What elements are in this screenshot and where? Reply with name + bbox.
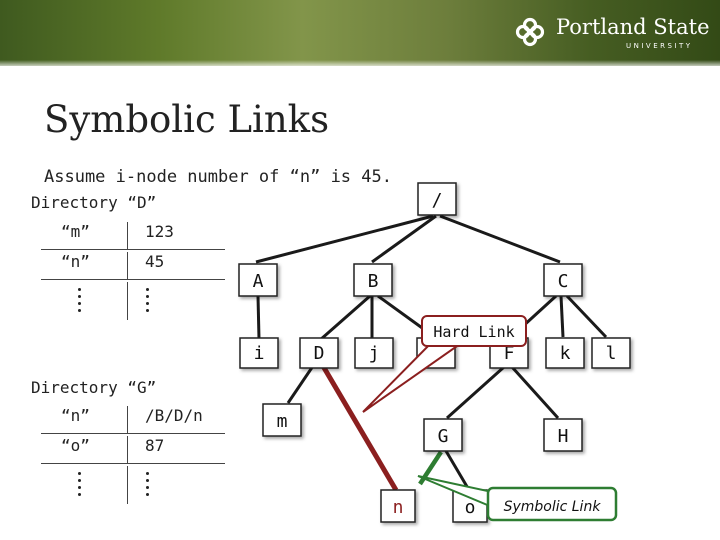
node-k: k [560,343,571,364]
hard-link-callout: Hard Link [362,315,527,413]
edge-b-d [319,294,371,342]
node-box [543,263,583,297]
node-box [239,337,279,369]
table-row-ellipsis [41,466,225,506]
node-n: n [393,497,404,518]
node-box [354,337,394,369]
edge-root-a [255,214,434,264]
edge-d-m [286,365,315,404]
edge-root-c [439,214,561,264]
tree-nodes: / A B C i D j E F k l m G H n o [238,182,631,523]
row-divider [41,249,225,250]
entry-name: “m” [61,222,90,241]
entry-name: “o” [61,436,90,455]
edge-c-l [565,294,608,339]
node-l: l [606,343,617,364]
symbolic-link-callout: Symbolic Link [417,475,618,522]
edge-b-e [377,294,426,332]
tree-edges [255,214,608,491]
table-row: “m” 123 [41,222,225,252]
edge-root-b [371,214,437,264]
edge-g-o [444,450,471,491]
entry-inode: /B/D/n [145,406,203,425]
edge-a-i [256,295,261,340]
vertical-ellipsis-icon [78,288,82,316]
entry-inode: 45 [145,252,165,271]
hard-link-label: Hard Link [433,323,514,341]
directory-g-table: “n” /B/D/n “o” 87 [41,406,225,506]
edge-f-h [510,365,560,420]
node-box [238,263,278,297]
table-row: “n” /B/D/n [41,406,225,436]
column-divider [127,436,128,464]
node-b: B [368,271,379,292]
node-root: / [432,190,443,211]
directory-g-label: Directory “G” [31,378,157,397]
column-divider [127,406,128,434]
column-divider [127,222,128,250]
node-g: G [438,426,449,447]
logo-mark-icon [515,17,545,47]
logo-name: Portland State [556,15,710,39]
edge-f-g [445,365,506,420]
hard-link-line [320,364,399,492]
node-box [591,337,631,369]
node-h: H [558,426,569,447]
node-a: A [253,271,264,292]
vertical-ellipsis-icon [146,288,150,316]
column-divider [127,282,128,320]
directory-d-label: Directory “D” [31,193,157,212]
table-row-ellipsis [41,282,225,322]
row-divider [41,433,225,434]
node-i: i [254,343,265,364]
directory-d-table: “m” 123 “n” 45 [41,222,225,322]
table-row: “o” 87 [41,436,225,466]
symbolic-link-label: Symbolic Link [504,499,602,515]
portland-state-logo: Portland State UNIVERSITY [512,14,712,54]
callout-box [486,486,618,522]
node-box [262,403,302,437]
entry-name: “n” [61,406,90,425]
university-banner: Portland State UNIVERSITY [0,0,720,66]
node-box [380,489,416,523]
column-divider [127,252,128,280]
node-box [423,418,463,452]
node-box [299,337,339,369]
assumption-text: Assume i-node number of “n” is 45. [44,167,392,187]
column-divider [127,466,128,504]
node-f: F [504,343,515,364]
node-box [353,263,393,297]
node-m: m [277,411,288,432]
node-box [545,337,585,369]
row-divider [41,463,225,464]
logo-subtitle: UNIVERSITY [626,42,693,50]
edge-c-k [559,295,565,338]
entry-inode: 123 [145,222,174,241]
node-o: o [465,497,476,518]
callout-box [421,315,527,347]
row-divider [41,279,225,280]
node-box [543,418,583,452]
table-row: “n” 45 [41,252,225,282]
slide-title: Symbolic Links [44,98,330,141]
vertical-ellipsis-icon [146,472,150,500]
node-d: D [314,343,325,364]
node-j: j [369,343,380,364]
node-box [417,182,457,216]
entry-inode: 87 [145,436,165,455]
entry-name: “n” [61,252,90,271]
vertical-ellipsis-icon [78,472,82,500]
node-c: C [558,271,569,292]
